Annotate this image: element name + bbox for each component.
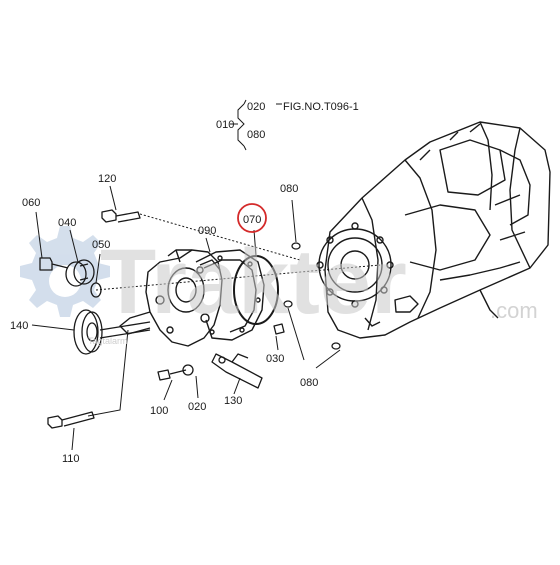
label-040: 040 [58, 217, 76, 229]
highlight-circle [237, 203, 267, 233]
transmission-case [316, 121, 551, 339]
label-080-bottom: 080 [300, 377, 318, 389]
ref-main-label: 010 [216, 119, 234, 131]
label-090: 090 [198, 225, 216, 237]
watermark: Trakter .com Tagtalarm [88, 231, 538, 346]
label-140: 140 [10, 320, 28, 332]
watermark-brand: Trakter [100, 231, 407, 333]
label-050: 050 [92, 239, 110, 251]
small-parts [39, 209, 341, 429]
label-120: 120 [98, 173, 116, 185]
figure-reference: 010 020 080 FIG.NO.T096-1 [216, 101, 359, 141]
label-020: 020 [188, 401, 206, 413]
watermark-tagline: Tagtalarm [88, 336, 128, 346]
leader-lines [31, 99, 381, 451]
watermark-gear-icon [20, 226, 110, 317]
watermark-domain: .com [490, 298, 538, 323]
label-060: 060 [22, 197, 40, 209]
ref-lower-label: 080 [247, 129, 265, 141]
label-100: 100 [150, 405, 168, 417]
part-labels: 060 040 050 120 090 070 080 140 030 080 … [10, 173, 318, 465]
pump-body [119, 249, 265, 347]
label-070: 070 [243, 214, 261, 226]
ref-upper-label: 020 [247, 101, 265, 113]
label-080-top: 080 [280, 183, 298, 195]
label-030: 030 [266, 353, 284, 365]
label-110: 110 [62, 453, 80, 465]
label-130: 130 [224, 395, 242, 407]
fig-number-label: FIG.NO.T096-1 [283, 101, 359, 113]
